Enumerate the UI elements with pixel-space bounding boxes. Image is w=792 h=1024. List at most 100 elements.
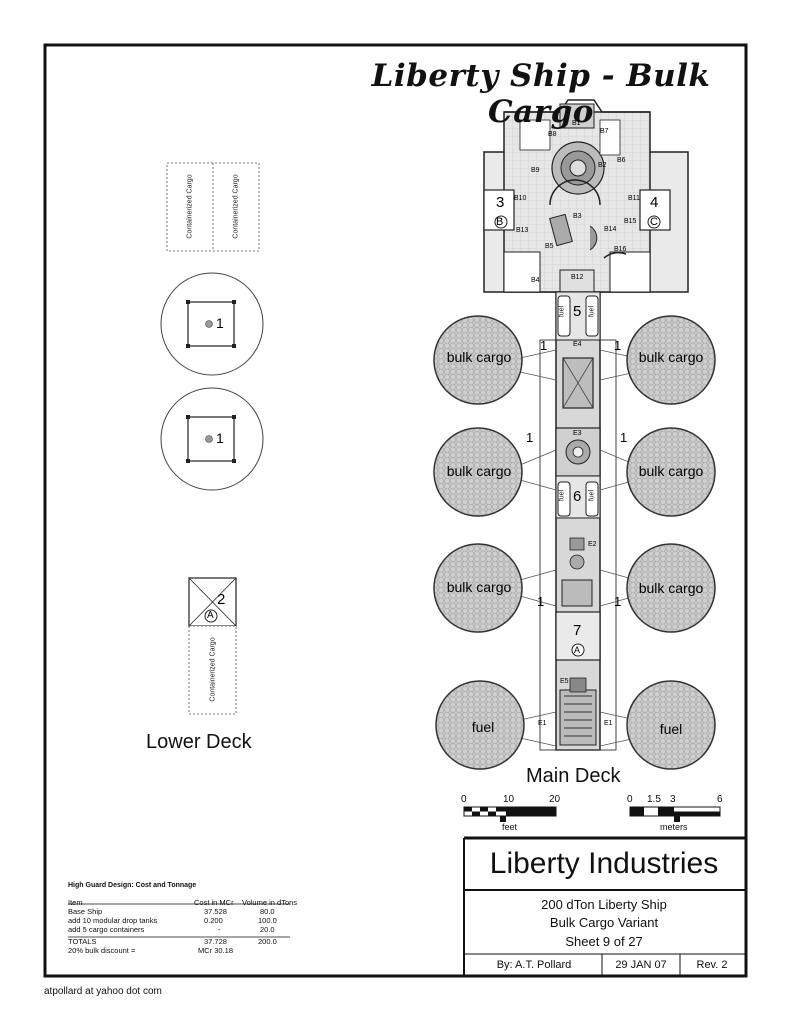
engineering-label: E1 <box>604 720 613 727</box>
room-label: B9 <box>531 167 540 174</box>
tank-4 <box>626 427 716 517</box>
tank-5 <box>433 543 523 633</box>
scale-tick: 0 <box>461 794 467 805</box>
room-label: B14 <box>604 226 617 233</box>
scale-tick: 20 <box>549 794 561 805</box>
engineering-label: E1 <box>538 720 547 727</box>
hg-cell: 100.0 <box>258 916 277 925</box>
hg-col: Volume in dTons <box>242 898 298 907</box>
fuel-tag: fuel <box>558 489 566 502</box>
bay-number: 6 <box>573 488 582 505</box>
fuel-tag: fuel <box>588 489 596 502</box>
container-label: Containerized Cargo <box>232 174 240 239</box>
date: 29 JAN 07 <box>615 959 667 971</box>
room-label: B1 <box>572 120 581 127</box>
tank-3 <box>433 427 523 517</box>
room-label: B8 <box>548 131 557 138</box>
room-label: B5 <box>545 243 554 250</box>
scale-tick: 0 <box>627 794 633 805</box>
drawing-title: Liberty Ship - Bulk Cargo <box>371 58 711 130</box>
main-deck-label: Main Deck <box>526 765 621 787</box>
tank-6 <box>626 543 716 633</box>
tank-mark: 1 <box>614 594 622 609</box>
scale-tick: 10 <box>503 794 515 805</box>
airlock-letter: A <box>574 645 581 655</box>
main-deck <box>433 99 716 770</box>
hg-row: 20% bulk discount = MCr 30.18 <box>68 946 298 955</box>
hg-col: Item <box>68 898 83 907</box>
tank-mark: 1 <box>620 430 628 445</box>
room-label: B16 <box>614 246 627 253</box>
room-label: B10 <box>514 195 527 202</box>
room-label: B6 <box>617 157 626 164</box>
hg-cell: 80.0 <box>260 907 275 916</box>
author: By: A.T. Pollard <box>496 959 572 971</box>
hg-heading: High Guard Design: Cost and Tonnage <box>68 882 197 889</box>
container-label: Containerized Cargo <box>186 174 194 239</box>
lower-circle-mark: 1 <box>216 315 224 331</box>
lower-deck-label: Lower Deck <box>146 731 252 753</box>
tank-mark: 1 <box>540 338 548 353</box>
scale-unit: feet <box>502 822 518 832</box>
hg-cell: 20.0 <box>260 925 275 934</box>
hg-row: add 5 cargo containers - 20.0 <box>68 925 298 934</box>
tank-label: bulk cargo <box>638 349 704 365</box>
room-label: B13 <box>516 227 529 234</box>
hg-col: Cost in MCr <box>194 898 234 907</box>
tank-label: bulk cargo <box>638 580 704 596</box>
tank-label: bulk cargo <box>446 579 512 595</box>
lift-letter: A <box>207 610 214 621</box>
tank-label: fuel <box>471 719 495 735</box>
tank-label: bulk cargo <box>638 463 704 479</box>
tank-7 <box>435 680 525 770</box>
tank-label: bulk cargo <box>446 463 512 479</box>
scale-tick: 3 <box>670 794 676 805</box>
tank-1 <box>433 315 523 405</box>
tank-2 <box>626 315 716 405</box>
hg-header-row: Item Cost in MCr Volume in dTons <box>68 898 298 907</box>
ship-name: 200 dTon Liberty Ship <box>541 897 667 912</box>
scale-tick: 6 <box>717 794 723 805</box>
hg-row: Base Ship 37.528 80.0 <box>68 907 298 916</box>
airlock-letter: B <box>496 216 504 228</box>
author-email: atpollard at yahoo dot com <box>44 986 162 997</box>
engineering-label: E4 <box>573 341 582 348</box>
container-cargo-lower <box>188 625 237 715</box>
tank-mark: 1 <box>614 338 622 353</box>
scale-bars <box>463 806 721 822</box>
tank-8 <box>626 680 716 770</box>
hg-cell: 200.0 <box>258 937 277 946</box>
hg-cell: MCr 30.18 <box>198 946 234 955</box>
room-label: B3 <box>573 213 582 220</box>
lower-deck <box>160 162 264 715</box>
tank-label: bulk cargo <box>446 349 512 365</box>
container-label: Containerized Cargo <box>209 637 217 702</box>
hg-cell: 20% bulk discount = <box>68 946 136 955</box>
sheet-number: Sheet 9 of 27 <box>565 934 643 949</box>
hg-cell: TOTALS <box>68 937 97 946</box>
hg-cell: - <box>218 925 221 934</box>
hg-row: add 10 modular drop tanks 0.200 100.0 <box>68 916 298 925</box>
bay-number: 5 <box>573 303 582 320</box>
hg-cell: 37.528 <box>204 907 227 916</box>
bay-number: 7 <box>573 622 582 639</box>
revision: Rev. 2 <box>696 959 728 971</box>
room-label: B12 <box>571 274 584 281</box>
lift-mark: 2 <box>217 591 226 608</box>
airlock-letter: C <box>650 216 658 228</box>
room-label: B15 <box>624 218 637 225</box>
variant-name: Bulk Cargo Variant <box>549 915 659 930</box>
hg-row: TOTALS 37.728 200.0 <box>68 937 298 946</box>
engineering-label: E2 <box>588 541 597 548</box>
room-label: B2 <box>598 162 607 169</box>
hg-cell: add 5 cargo containers <box>68 925 145 934</box>
scale-tick: 1.5 <box>647 794 661 805</box>
engineering-label: E5 <box>560 678 569 685</box>
tank-mark: 1 <box>526 430 534 445</box>
page-border <box>43 43 748 978</box>
airlock-number: 3 <box>496 194 505 211</box>
hg-cell: 0.200 <box>204 916 223 925</box>
fuel-tag: fuel <box>558 305 566 318</box>
